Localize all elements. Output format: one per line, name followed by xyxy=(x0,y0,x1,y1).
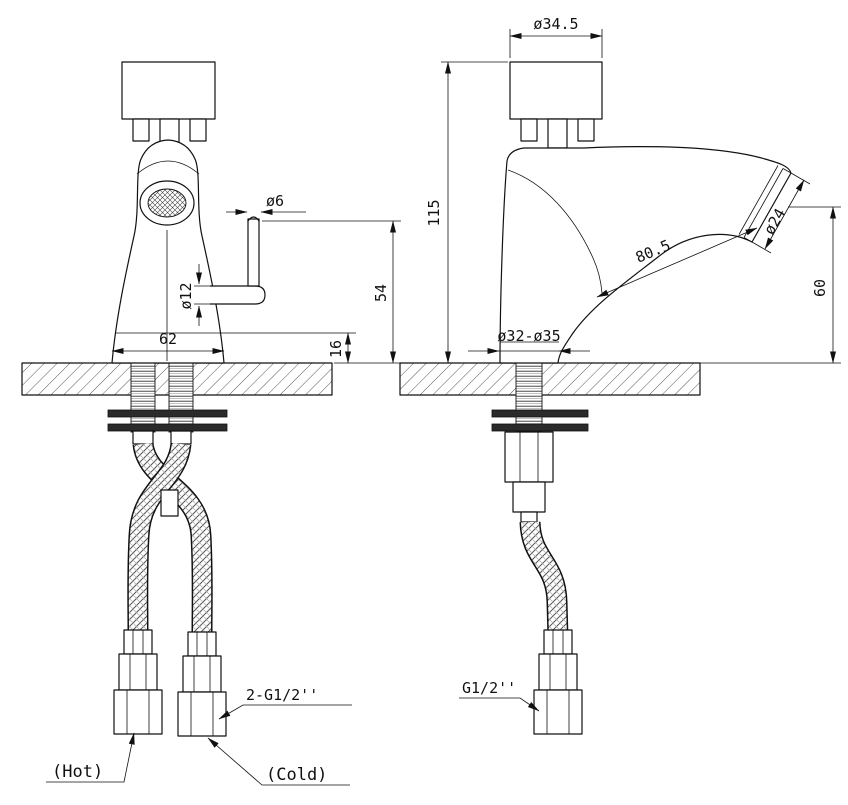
dim-line xyxy=(764,179,805,250)
valve-hex-facets xyxy=(519,432,539,482)
fitting-facets xyxy=(546,630,570,734)
cold-hose-braid xyxy=(128,442,190,639)
side-dimensions: ø34.5 115 ø24 80.5 60 ø32-ø35 xyxy=(425,15,841,364)
side-view xyxy=(499,61,792,364)
dim-label-16: 16 xyxy=(327,340,345,358)
fitting-facets xyxy=(190,632,214,736)
front-push-rod xyxy=(247,218,260,287)
deck-outline-side xyxy=(399,362,701,396)
front-handle xyxy=(121,61,216,120)
front-body-shoulder-line xyxy=(136,160,200,175)
hot-hose-braid xyxy=(134,442,212,637)
cold-inlet-shank xyxy=(168,362,194,433)
mounting-locknut xyxy=(491,423,589,432)
dim-label-dia6: ø6 xyxy=(266,192,284,210)
dim-outlet-height: 60 xyxy=(700,206,841,364)
mounting-washer xyxy=(491,409,589,418)
dim-label-60: 60 xyxy=(811,279,829,297)
fitting-facets xyxy=(126,630,150,734)
fitting-ferrule xyxy=(543,629,573,655)
front-supply-assembly: 2-G1/2'' (Hot) (Cold) xyxy=(46,362,352,786)
fitting-nut xyxy=(113,689,163,735)
side-handle xyxy=(509,61,603,120)
dim-arm-diameter: ø12 xyxy=(177,264,210,326)
side-hose-braid xyxy=(521,521,567,639)
inlet-shank xyxy=(515,362,543,432)
deck-hatch xyxy=(400,363,516,395)
front-push-rod-arm xyxy=(210,285,266,305)
ext-lines xyxy=(509,29,603,58)
hot-end-fitting xyxy=(113,629,163,735)
side-end-fitting xyxy=(533,629,583,735)
deck-hatch xyxy=(22,363,131,395)
hose-cross-clip xyxy=(160,489,179,517)
fitting-hex xyxy=(538,653,578,691)
counter-deck xyxy=(21,362,701,396)
ext-lines xyxy=(220,332,401,364)
thread-leader xyxy=(459,697,540,712)
dim-handle-width: ø34.5 xyxy=(509,15,603,58)
hot-leader xyxy=(46,732,135,783)
front-push-rod-cap xyxy=(247,216,260,222)
dim-line xyxy=(596,227,758,298)
deck-hatch xyxy=(542,363,700,395)
cold-leader xyxy=(207,737,350,786)
thread-spec-label: 2-G1/2'' xyxy=(246,686,318,704)
dim-rod-diameter: ø6 xyxy=(226,192,306,215)
side-supply-assembly: G1/2'' xyxy=(459,362,589,735)
fitting-hex xyxy=(182,655,222,693)
hot-label: (Hot) xyxy=(52,762,103,782)
dim-label-dia34-5: ø34.5 xyxy=(533,15,578,33)
ext-lines xyxy=(194,285,210,305)
deck-hatch xyxy=(193,363,332,395)
front-view xyxy=(111,61,266,364)
valve-stub xyxy=(512,481,546,513)
spout-outlet-detail xyxy=(738,165,792,243)
thread-leader xyxy=(218,704,352,720)
deck-hatch xyxy=(155,363,169,395)
mounting-washer xyxy=(107,409,228,418)
front-dimensions: ø6 ø12 62 16 54 xyxy=(111,192,401,364)
fitting-hex xyxy=(118,653,158,691)
fitting-nut xyxy=(533,689,583,735)
dim-label-62: 62 xyxy=(159,330,177,348)
dim-rod-height: 54 xyxy=(262,220,401,364)
fitting-ferrule xyxy=(187,631,217,657)
side-handle-stem xyxy=(520,118,595,149)
front-aerator-mesh xyxy=(147,188,187,218)
cold-label: (Cold) xyxy=(266,765,327,785)
dim-body-width: 62 xyxy=(111,330,225,354)
dim-base-diameter: ø32-ø35 xyxy=(468,327,590,354)
dim-label-54: 54 xyxy=(372,284,390,302)
fitting-ferrule xyxy=(123,629,153,655)
dim-base-height: 16 xyxy=(220,332,401,364)
valve-hex-body xyxy=(504,431,554,483)
dim-label-dia12: ø12 xyxy=(177,282,195,309)
dim-total-height: 115 xyxy=(425,61,508,364)
dim-label-dia32-35: ø32-ø35 xyxy=(497,327,560,345)
cold-end-fitting xyxy=(177,631,227,737)
dim-label-115: 115 xyxy=(425,199,443,226)
fitting-nut xyxy=(177,691,227,737)
mounting-locknut xyxy=(107,423,228,432)
hose-crimp xyxy=(132,430,154,445)
hot-inlet-shank xyxy=(130,362,156,433)
thread-spec-label: G1/2'' xyxy=(462,679,516,697)
hose-nipple xyxy=(520,511,538,523)
hose-crimp xyxy=(170,430,192,445)
